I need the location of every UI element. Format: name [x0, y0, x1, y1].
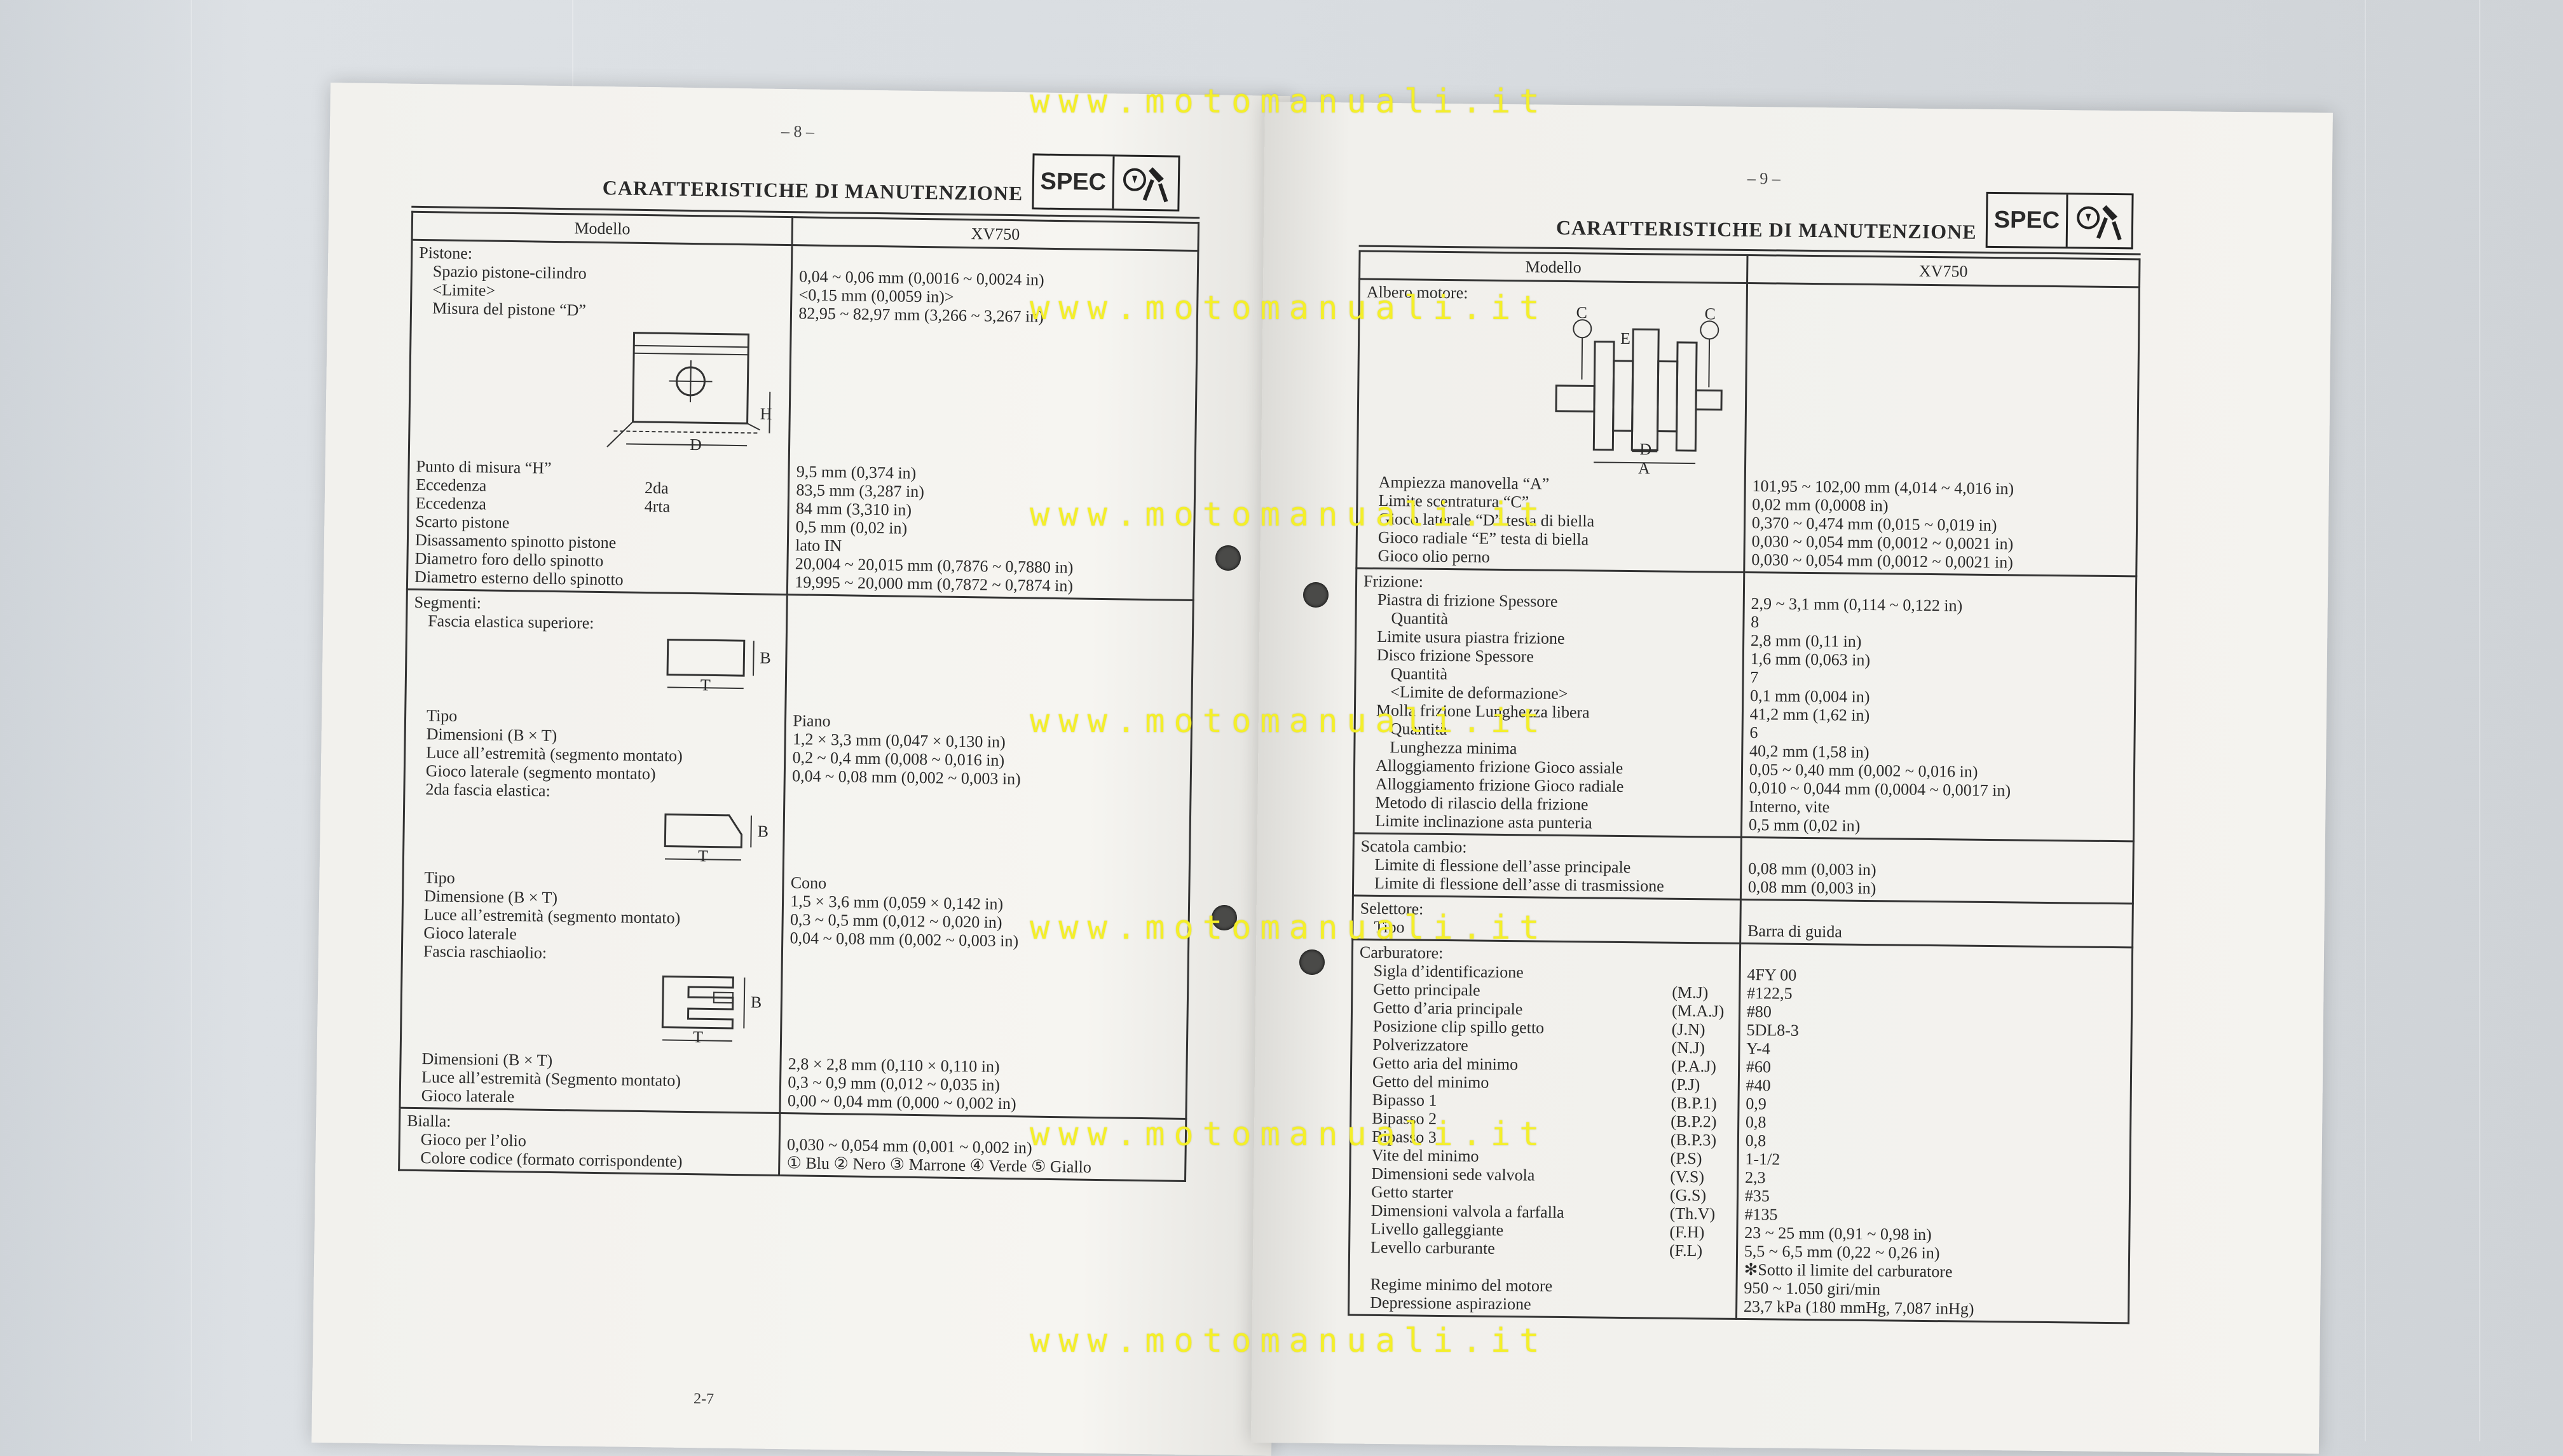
spec-code: (M.A.J): [1672, 1002, 1725, 1021]
watermark-text: www.motomanuali.it: [1030, 83, 1548, 121]
watermark-text: www.motomanuali.it: [1030, 496, 1548, 534]
page-number: – 9 –: [1747, 169, 1780, 189]
diagram-label-c: C: [1576, 303, 1587, 322]
diagram-label-c: C: [1704, 304, 1716, 323]
crankshaft-diagram: C C E D A: [1365, 301, 1740, 477]
tools-icon: [1114, 156, 1178, 209]
spec-code: (G.S): [1670, 1186, 1706, 1205]
section-scatola-cambio: Scatola cambio: Limite di flessione dell…: [1353, 833, 2133, 904]
spec-label: Depressione aspirazione: [1356, 1293, 1729, 1316]
spec-value: 23,7 kPa (180 mmHg, 7,087 inHg): [1744, 1297, 2121, 1319]
spec-sublabel: 4rta: [645, 497, 671, 516]
spec-badge: SPEC: [1985, 192, 2133, 249]
binder-hole: [1303, 582, 1329, 608]
spec-table-right: Modello XV750 Albero motore:: [1348, 250, 2140, 1324]
spec-label: SPEC: [1034, 155, 1115, 208]
spec-code: (P.A.J): [1671, 1057, 1716, 1076]
spec-label: Limite inclinazione asta punteria: [1361, 812, 1734, 834]
spec-value: 41,2 mm (1,62 in): [1750, 705, 2128, 727]
spec-code: (B.P.3): [1671, 1131, 1717, 1150]
spec-value: Barra di guida: [1747, 922, 2125, 944]
spec-label: Limite di flessione dell’asse di trasmis…: [1360, 874, 1733, 896]
spec-value: 0,08 mm (0,003 in): [1748, 878, 2126, 900]
page-header: CARATTERISTICHE DI MANUTENZIONE SPEC: [1556, 187, 2134, 250]
piston-diagram: D H: [416, 317, 784, 462]
watermark-text: www.motomanuali.it: [1030, 289, 1548, 327]
spec-sublabel: 2da: [645, 479, 669, 498]
column-header-model: Modello: [1360, 251, 1747, 283]
diagram-label-b: B: [760, 649, 771, 667]
spec-value: 1,6 mm (0,063 in): [1751, 650, 2128, 672]
column-header-xv750: XV750: [1747, 255, 2140, 287]
spec-value: 0,5 mm (0,02 in): [1749, 815, 2126, 838]
spec-table-left: Modello XV750 Pistone: Spazio pistone-ci…: [398, 211, 1199, 1182]
page-number: – 8 –: [781, 122, 814, 142]
spec-code: (M.J): [1672, 983, 1708, 1002]
section-segmenti: Segmenti: Fascia elastica superiore: T B…: [400, 589, 1193, 1119]
ring-diagram-second: T B: [411, 798, 777, 873]
diagram-label-b: B: [757, 822, 769, 840]
ring-diagram-top: T B: [413, 630, 779, 711]
binder-hole: [1215, 545, 1241, 571]
spec-label: Levello carburante: [1370, 1238, 1669, 1260]
spec-code: (B.P.1): [1671, 1094, 1717, 1113]
spec-code: (F.L): [1669, 1241, 1702, 1260]
footer-page-ref: 2-7: [694, 1391, 714, 1408]
diagram-label-d: D: [690, 435, 702, 454]
spec-code: (V.S): [1670, 1167, 1704, 1187]
spec-code: (J.N): [1672, 1020, 1705, 1039]
diagram-label-a: A: [1638, 459, 1650, 477]
spec-label: Gioco olio perno: [1364, 547, 1737, 569]
watermark-text: www.motomanuali.it: [1030, 909, 1548, 947]
page-title: CARATTERISTICHE DI MANUTENZIONE: [602, 176, 1023, 209]
spec-value: 0,030 ~ 0,054 mm (0,0012 ~ 0,0021 in): [1751, 550, 2129, 573]
carb-spec-row: Levello carburante(F.L): [1357, 1238, 1730, 1260]
page-title: CARATTERISTICHE DI MANUTENZIONE: [1556, 216, 1977, 248]
diagram-label-t: T: [701, 676, 711, 694]
spec-code: (Th.V): [1670, 1204, 1716, 1223]
spec-label: Punto di misura “H”: [416, 457, 551, 477]
spec-code: (P.J): [1671, 1075, 1700, 1094]
spec-badge: SPEC: [1032, 153, 1180, 211]
watermark-text: www.motomanuali.it: [1030, 1322, 1548, 1360]
page-header: CARATTERISTICHE DI MANUTENZIONE SPEC: [602, 147, 1180, 212]
diagram-label-t: T: [693, 1028, 703, 1046]
tools-icon: [2068, 194, 2132, 247]
diagram-label-b: B: [751, 993, 762, 1011]
spec-code: (N.J): [1671, 1038, 1705, 1058]
diagram-label-h: H: [760, 404, 772, 423]
watermark-text: www.motomanuali.it: [1030, 702, 1548, 740]
spec-value: 2,9 ~ 3,1 mm (0,114 ~ 0,122 in): [1751, 594, 2128, 616]
spec-label: SPEC: [1987, 194, 2068, 247]
diagram-label-d: D: [1639, 440, 1651, 458]
diagram-label-t: T: [698, 847, 708, 865]
spec-code: (B.P.2): [1671, 1112, 1717, 1131]
spec-code: (P.S): [1670, 1149, 1702, 1168]
binder-hole: [1299, 949, 1325, 975]
diagram-label-e: E: [1620, 329, 1630, 348]
watermark-text: www.motomanuali.it: [1030, 1115, 1548, 1153]
spec-code: (F.H): [1669, 1223, 1704, 1242]
ring-diagram-oil: T B: [408, 960, 775, 1054]
